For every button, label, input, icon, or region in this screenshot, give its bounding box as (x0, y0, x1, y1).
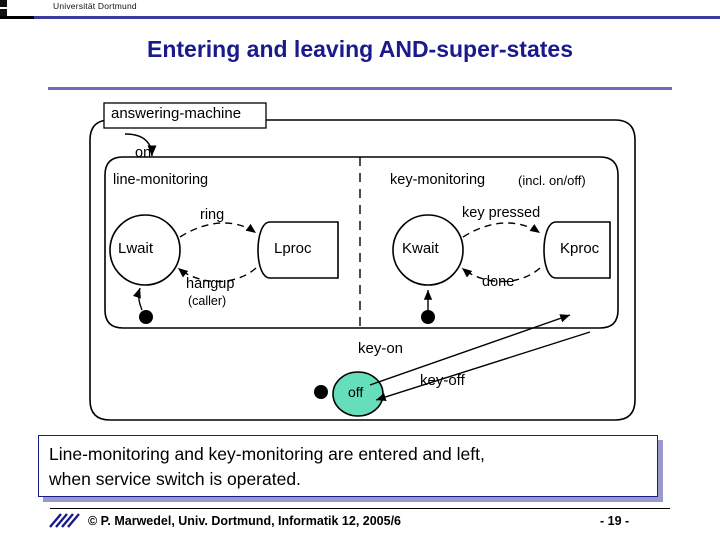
label-done: done (482, 274, 515, 290)
caption-line-2: when service switch is operated. (49, 469, 301, 490)
header-corner-square-left-lower (0, 9, 7, 16)
transition-hangup (177, 267, 257, 283)
label-hangup-caller: (caller) (188, 294, 227, 308)
label-Kproc: Kproc (560, 240, 600, 257)
left-region-label: line-monitoring (113, 172, 209, 188)
transition-done (461, 267, 541, 283)
initial-state-right (421, 290, 435, 324)
label-off-state: off (348, 384, 364, 400)
entry-transition-on (124, 133, 157, 157)
label-key-pressed: key pressed (462, 205, 541, 221)
caption-line-1: Line-monitoring and key-monitoring are e… (49, 444, 485, 464)
and-state-border (104, 156, 619, 329)
label-ring: ring (200, 207, 225, 223)
page-title: Entering and leaving AND-super-states (146, 36, 573, 62)
initial-state-left (132, 287, 153, 324)
transition-key-pressed (462, 222, 541, 238)
transition-key-on (369, 314, 571, 386)
label-key-on: key-on (358, 340, 404, 357)
right-region-label: key-monitoring (390, 172, 486, 188)
superstate-name-box (103, 102, 267, 129)
header-rule-accent (0, 16, 34, 19)
statechart-diagram: answering-machine on line-monitoring key… (70, 100, 660, 430)
state-Lproc (257, 221, 339, 279)
institution-label: Universität Dortmund (53, 1, 137, 11)
header-rule (0, 16, 720, 19)
state-Lwait (109, 214, 181, 286)
label-key-off: key-off (420, 372, 465, 389)
outer-superstate-border (89, 119, 636, 421)
state-Kproc (543, 221, 611, 279)
university-logo-icon (49, 513, 80, 528)
header-corner-square-left (0, 0, 7, 7)
superstate-name-label: answering-machine (111, 105, 242, 122)
footer-rule (50, 508, 670, 509)
footer-credit: © P. Marwedel, Univ. Dortmund, Informati… (88, 514, 402, 528)
state-Kwait (392, 214, 464, 286)
footer-page-number: - 19 - (600, 514, 630, 528)
entry-label-on: on (135, 145, 152, 161)
statechart-svg (89, 102, 636, 421)
label-hangup: hangup (186, 276, 235, 292)
transition-ring (179, 222, 257, 238)
label-Lwait: Lwait (118, 240, 154, 257)
header-band: Universität Dortmund (0, 0, 720, 18)
label-Lproc: Lproc (274, 240, 312, 257)
transition-key-off (375, 331, 591, 402)
label-Kwait: Kwait (402, 240, 439, 257)
title-underline-rule (48, 87, 672, 90)
caption-box: Line-monitoring and key-monitoring are e… (38, 435, 658, 497)
right-region-label-suffix: (incl. on/off) (518, 173, 586, 188)
